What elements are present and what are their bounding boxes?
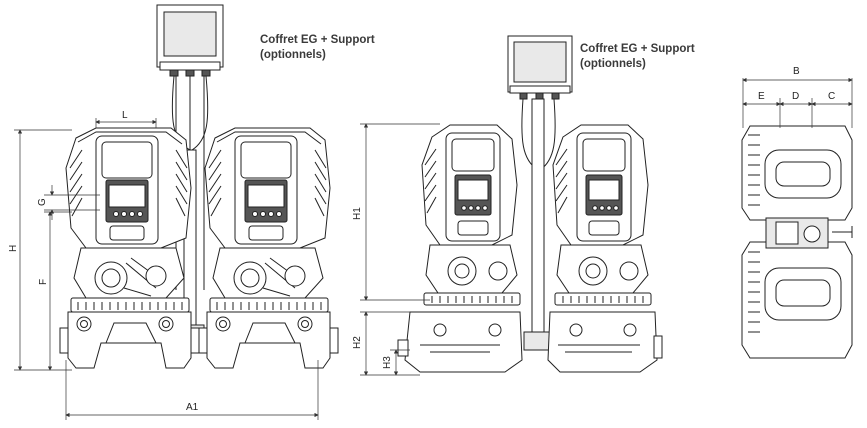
dim-label-A1: A1	[186, 402, 199, 413]
dim-label-D: D	[792, 91, 799, 102]
dim-label-H2: H2	[352, 336, 363, 349]
front-view	[59, 4, 339, 369]
dim-label-H1: H1	[352, 207, 363, 220]
dim-label-F: F	[38, 279, 49, 285]
side-caption-line2: (optionnels)	[580, 58, 646, 70]
dim-label-E: E	[758, 91, 765, 102]
side-caption-line1: Coffret EG + Support	[580, 43, 695, 55]
dim-label-C: C	[828, 91, 835, 102]
dim-label-G: G	[37, 198, 48, 206]
front-caption-line2: (optionnels)	[260, 49, 326, 61]
front-caption: Coffret EG + Support (optionnels)	[260, 34, 375, 61]
side-caption: Coffret EG + Support (optionnels)	[580, 43, 695, 70]
dim-label-B: B	[793, 66, 800, 77]
front-dimensions: L H F G A1	[8, 110, 319, 420]
top-view	[741, 125, 853, 359]
dim-label-L: L	[122, 110, 128, 121]
side-dimensions: H1 H2 H3	[352, 123, 440, 376]
dim-label-H3: H3	[382, 356, 393, 369]
side-view	[397, 35, 663, 373]
top-dimensions: B E D C	[742, 66, 853, 128]
dim-label-H: H	[8, 245, 19, 252]
front-caption-line1: Coffret EG + Support	[260, 34, 375, 46]
